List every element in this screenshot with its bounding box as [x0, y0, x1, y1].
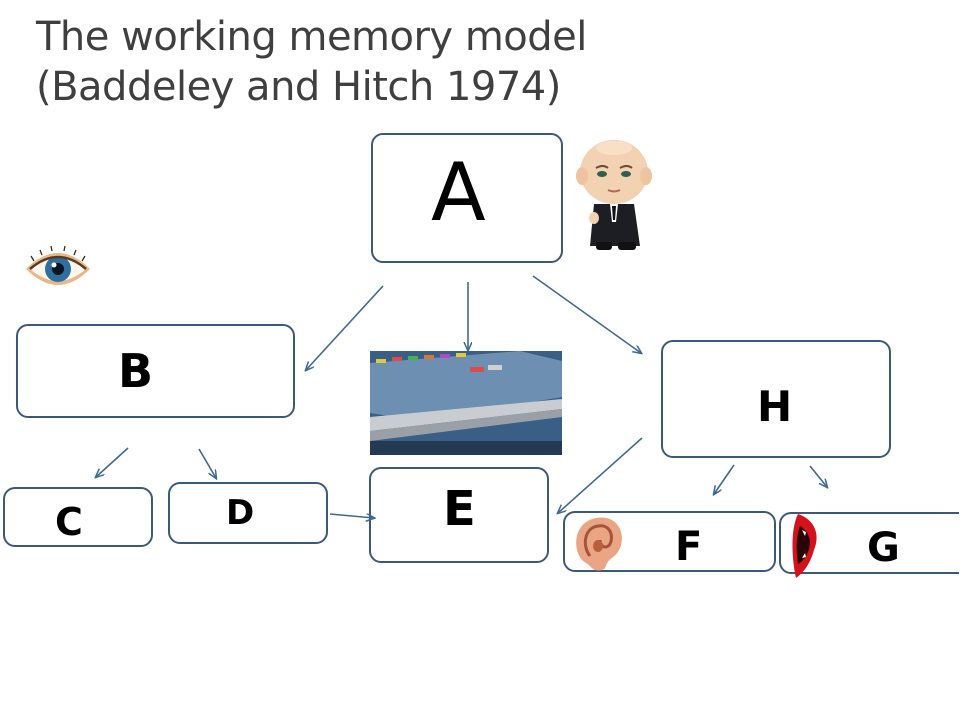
box-h-label: H: [757, 382, 793, 431]
arrow-a-to-h: [532, 275, 641, 353]
arrow-h-to-e: [558, 437, 643, 513]
title-line-1: The working memory model: [36, 14, 587, 60]
box-a-label: A: [431, 146, 486, 239]
box-a: A: [371, 133, 563, 263]
box-f-label: F: [675, 524, 703, 570]
box-d-label: D: [226, 493, 255, 533]
boss-baby-picture: [576, 140, 652, 250]
arrow-d-to-e: [329, 513, 374, 518]
slide-title: The working memory model (Baddeley and H…: [36, 12, 587, 112]
box-c-label: C: [55, 500, 83, 544]
title-line-2: (Baddeley and Hitch 1974): [36, 64, 561, 110]
filing-cabinet-picture: [370, 351, 562, 455]
arrow-h-to-f: [714, 464, 735, 494]
box-b: B: [16, 324, 295, 418]
mouth-picture: [792, 514, 817, 578]
arrow-h-to-g: [809, 465, 827, 487]
arrow-a-to-b: [306, 285, 384, 370]
box-e: E: [369, 467, 549, 563]
ear-picture: [576, 517, 622, 571]
box-b-label: B: [118, 344, 154, 398]
box-g-label: G: [867, 525, 900, 571]
eye-picture: [26, 245, 90, 285]
box-e-label: E: [443, 481, 476, 537]
arrow-b-to-c: [96, 447, 129, 477]
box-h: H: [661, 340, 891, 458]
box-d: D: [168, 482, 328, 544]
arrow-b-to-d: [198, 448, 216, 478]
box-c: C: [3, 487, 153, 547]
